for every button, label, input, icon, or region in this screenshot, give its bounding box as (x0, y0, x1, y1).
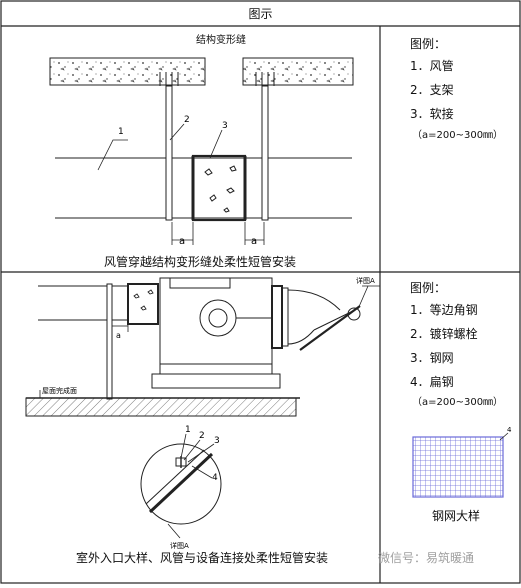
joint-label: 结构变形缝 (196, 35, 246, 46)
equipment-box (151, 277, 281, 389)
detail-callout-3: 3 (214, 436, 220, 446)
support-post (106, 283, 113, 400)
mesh-callout: 4 (507, 426, 512, 434)
bottom-legend-item-1: 1．等边角钢 (410, 303, 478, 317)
top-legend-note: （a=200~300㎜） (412, 130, 504, 141)
top-legend-item-2: 2．支架 (410, 83, 454, 97)
slab-right (242, 57, 354, 86)
dim-a-bottom: a (116, 331, 121, 340)
callout-2: 2 (184, 115, 190, 125)
detail-callout-4: 4 (212, 473, 218, 483)
detail-a-title: 详图A (170, 541, 189, 550)
bottom-drawing: 详图A a 屋面完成面 (25, 276, 512, 550)
top-legend-item-3: 3．软接 (410, 107, 454, 121)
dim-a-left: a (179, 236, 185, 247)
bottom-legend-item-3: 3．钢网 (410, 351, 454, 365)
top-drawing: 1 2 3 a a (49, 57, 354, 247)
floor-slab (25, 397, 297, 417)
callout-1: 1 (118, 127, 124, 137)
dimension-a (171, 222, 265, 245)
flex-connector-2 (127, 283, 159, 325)
outlet-elbow (271, 285, 361, 351)
duct-lines (55, 157, 352, 219)
inlet-duct (38, 285, 128, 321)
detail-callout-1: 1 (185, 425, 191, 435)
bottom-legend-item-2: 2．镀锌螺栓 (410, 327, 478, 341)
watermark-text: 微信号：易筑暖通 (378, 551, 475, 565)
detail-ref-leader (357, 285, 369, 310)
flex-connector (191, 154, 247, 222)
dimension-a-2 (111, 320, 129, 332)
bottom-legend-note: （a=200~300㎜） (412, 397, 504, 408)
bottom-caption: 室外入口大样、风管与设备连接处柔性短管安装 (76, 551, 329, 565)
slab-left (49, 57, 206, 86)
support-rods (165, 85, 269, 221)
mesh-sample (412, 432, 509, 498)
floor-label: 屋面完成面 (42, 386, 77, 395)
detail-ref-circle (347, 307, 361, 321)
table-header-title: 图示 (248, 7, 273, 21)
top-caption: 风管穿越结构变形缝处柔性短管安装 (104, 255, 297, 269)
dim-a-right: a (251, 236, 257, 247)
top-legend-item-1: 1．风管 (410, 59, 454, 73)
callout-leaders (97, 123, 223, 171)
callout-3: 3 (222, 121, 228, 131)
mesh-caption: 钢网大样 (432, 509, 481, 523)
bottom-legend-title: 图例： (410, 281, 447, 295)
hanger-bolts (158, 72, 276, 86)
top-legend-title: 图例： (410, 37, 447, 51)
bottom-legend-item-4: 4．扁钢 (410, 375, 454, 389)
detail-callout-2: 2 (199, 431, 205, 441)
detail-ref-label: 详图A (356, 276, 375, 285)
detail-a (140, 433, 222, 539)
